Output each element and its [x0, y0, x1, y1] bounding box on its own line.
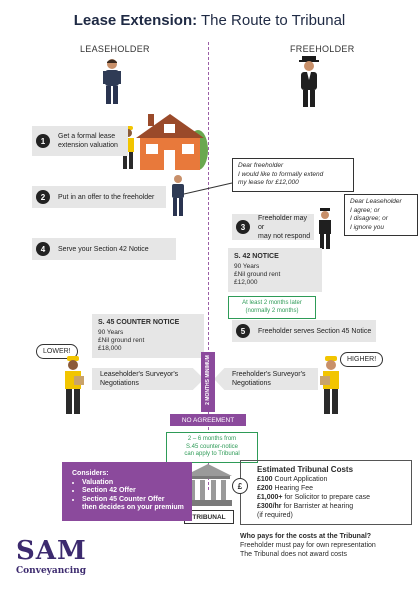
step-5-number: 5 — [236, 324, 250, 338]
leaseholder-letter-bubble: Dear freeholder I would like to formally… — [232, 158, 354, 192]
sam-conveyancing-logo: SAM Conveyancing — [16, 536, 87, 576]
freeholder-figure-icon — [299, 56, 319, 107]
freeholder-surveyor-figure-icon — [320, 356, 339, 414]
cost-row: £1,000+ for Solicitor to prepare case — [257, 494, 371, 501]
tribunal-building-icon — [184, 464, 232, 506]
considers-heading: Considers: — [72, 470, 109, 477]
section-42-notice: S. 42 NOTICE 90 Years £Nil ground rent £… — [228, 248, 322, 292]
who-pays-line-1: Freeholder must pay for own representati… — [240, 542, 376, 549]
step-1-text-line-1: Get a formal lease — [58, 133, 116, 140]
cost-row: £100 Court Application — [257, 476, 328, 483]
page-title: Lease Extension: The Route to Tribunal — [0, 12, 419, 29]
reply-line-1: Dear Leaseholder — [350, 198, 402, 205]
step-2: 2 Put in an offer to the freeholder — [32, 186, 166, 208]
no-agreement-label: NO AGREEMENT — [170, 414, 246, 426]
tribunal-application-note: 2 – 6 months from S.45 counter-notice ca… — [166, 432, 258, 463]
freeholder-heading: FREEHOLDER — [290, 44, 355, 54]
letter-line-1: Dear freeholder — [238, 162, 284, 169]
s42-line-3: £12,000 — [234, 279, 258, 286]
step-1-number: 1 — [36, 134, 50, 148]
leaseholder-figure-icon — [103, 59, 121, 104]
s45-line-3: £18,000 — [98, 345, 122, 352]
cost-note: (if required) — [257, 512, 293, 519]
considers-item: Valuation — [82, 479, 184, 488]
considers-tail: then decides on your premium — [82, 504, 184, 511]
title-bold: Lease Extension: — [73, 12, 198, 29]
s45-line-1: 90 Years — [98, 329, 124, 336]
who-pays-section: Who pays for the costs at the Tribunal? … — [240, 532, 410, 559]
considers-box: Considers: Valuation Section 42 Offer Se… — [62, 462, 192, 521]
leaseholder-negotiations-line-2: Negotiations — [100, 380, 139, 387]
freeholder-negotiations-line-2: Negotiations — [232, 380, 271, 387]
lower-speech-bubble: LOWER! — [36, 344, 78, 359]
leaseholder-heading: LEASEHOLDER — [80, 44, 150, 54]
two-months-minimum-label: 2 MONTHS MINIMUM — [205, 355, 211, 405]
costs-heading: Estimated Tribunal Costs — [257, 465, 354, 474]
step-1-text-line-2: extension valuation — [58, 142, 118, 149]
leaseholder-offer-figure-icon — [172, 175, 184, 216]
two-months-line-2: (normally 2 months) — [245, 307, 299, 314]
step-2-text: Put in an offer to the freeholder — [58, 193, 155, 201]
title-rest: The Route to Tribunal — [201, 12, 346, 29]
freeholder-negotiations-line-1: Freeholder's Surveyor's — [232, 371, 306, 378]
step-3-text-line-2: may not respond — [258, 232, 311, 240]
step-3-text-line-1: Freeholder may or — [258, 214, 308, 231]
step-4-text: Serve your Section 42 Notice — [58, 245, 149, 253]
two-months-minimum-bar — [201, 352, 215, 412]
bubble-pointer — [183, 182, 233, 195]
step-5: 5 Freeholder serves Section 45 Notice — [232, 320, 376, 342]
step-3-number: 3 — [236, 220, 250, 234]
reply-line-3: I disagree; or — [350, 215, 388, 222]
reply-line-2: I agree; or — [350, 206, 380, 214]
freeholder-reply-bubble: Dear Leaseholder I agree; or I disagree;… — [344, 194, 418, 236]
step-2-number: 2 — [36, 190, 50, 204]
who-pays-line-2: The Tribunal does not award costs — [240, 551, 348, 558]
leaseholder-negotiations-arrow: Leaseholder's Surveyor's Negotiations — [92, 368, 204, 390]
s45-heading: S. 45 COUNTER NOTICE — [98, 319, 180, 326]
freeholder-negotiations-arrow: Freeholder's Surveyor's Negotiations — [214, 368, 318, 390]
leaseholder-negotiations-line-1: Leaseholder's Surveyor's — [100, 371, 179, 378]
letter-line-2: I would like to formally extend — [238, 170, 324, 178]
step-3: 3 Freeholder may or may not respond — [232, 214, 314, 240]
logo-line-2: Conveyancing — [16, 566, 87, 576]
logo-line-1: SAM — [16, 536, 87, 566]
center-divider — [208, 42, 209, 490]
leaseholder-surveyor-figure-icon — [65, 356, 84, 414]
two-months-line-1: At least 2 months later — [242, 300, 302, 306]
step-5-text: Freeholder serves Section 45 Notice — [258, 327, 372, 335]
s45-line-2: £Nil ground rent — [98, 337, 145, 344]
cost-row: £200 Hearing Fee — [257, 485, 314, 492]
s42-heading: S. 42 NOTICE — [234, 253, 279, 260]
tribunal-note-line-1: 2 – 6 months from — [187, 436, 237, 442]
two-months-note: At least 2 months later (normally 2 mont… — [228, 296, 316, 319]
considers-item: Section 42 Offer — [82, 487, 184, 496]
letter-line-3: my lease for £12,000 — [238, 179, 299, 186]
step-4: 4 Serve your Section 42 Notice — [32, 238, 176, 260]
step-1: 1 Get a formal lease extension valuation — [32, 126, 128, 156]
s42-line-1: 90 Years — [234, 263, 260, 270]
house-icon — [136, 114, 208, 170]
higher-speech-bubble: HIGHER! — [340, 352, 384, 367]
costs-pound-icon: £ — [232, 478, 248, 494]
estimated-costs-box: Estimated Tribunal Costs £100 Court Appl… — [240, 460, 412, 525]
tribunal-note-line-3: can apply to Tribunal — [184, 451, 240, 457]
step-4-number: 4 — [36, 242, 50, 256]
s42-line-2: £Nil ground rent — [234, 271, 281, 278]
section-45-counter-notice: S. 45 COUNTER NOTICE 90 Years £Nil groun… — [92, 314, 204, 358]
cost-row: £300/hr for Barrister at hearing — [257, 503, 354, 510]
freeholder-small-figure-icon — [319, 208, 331, 249]
reply-line-4: I ignore you — [350, 223, 384, 231]
considers-item: Section 45 Counter Offer — [82, 496, 184, 505]
who-pays-question: Who pays for the costs at the Tribunal? — [240, 533, 372, 540]
tribunal-note-line-2: S.45 counter-notice — [185, 443, 239, 450]
